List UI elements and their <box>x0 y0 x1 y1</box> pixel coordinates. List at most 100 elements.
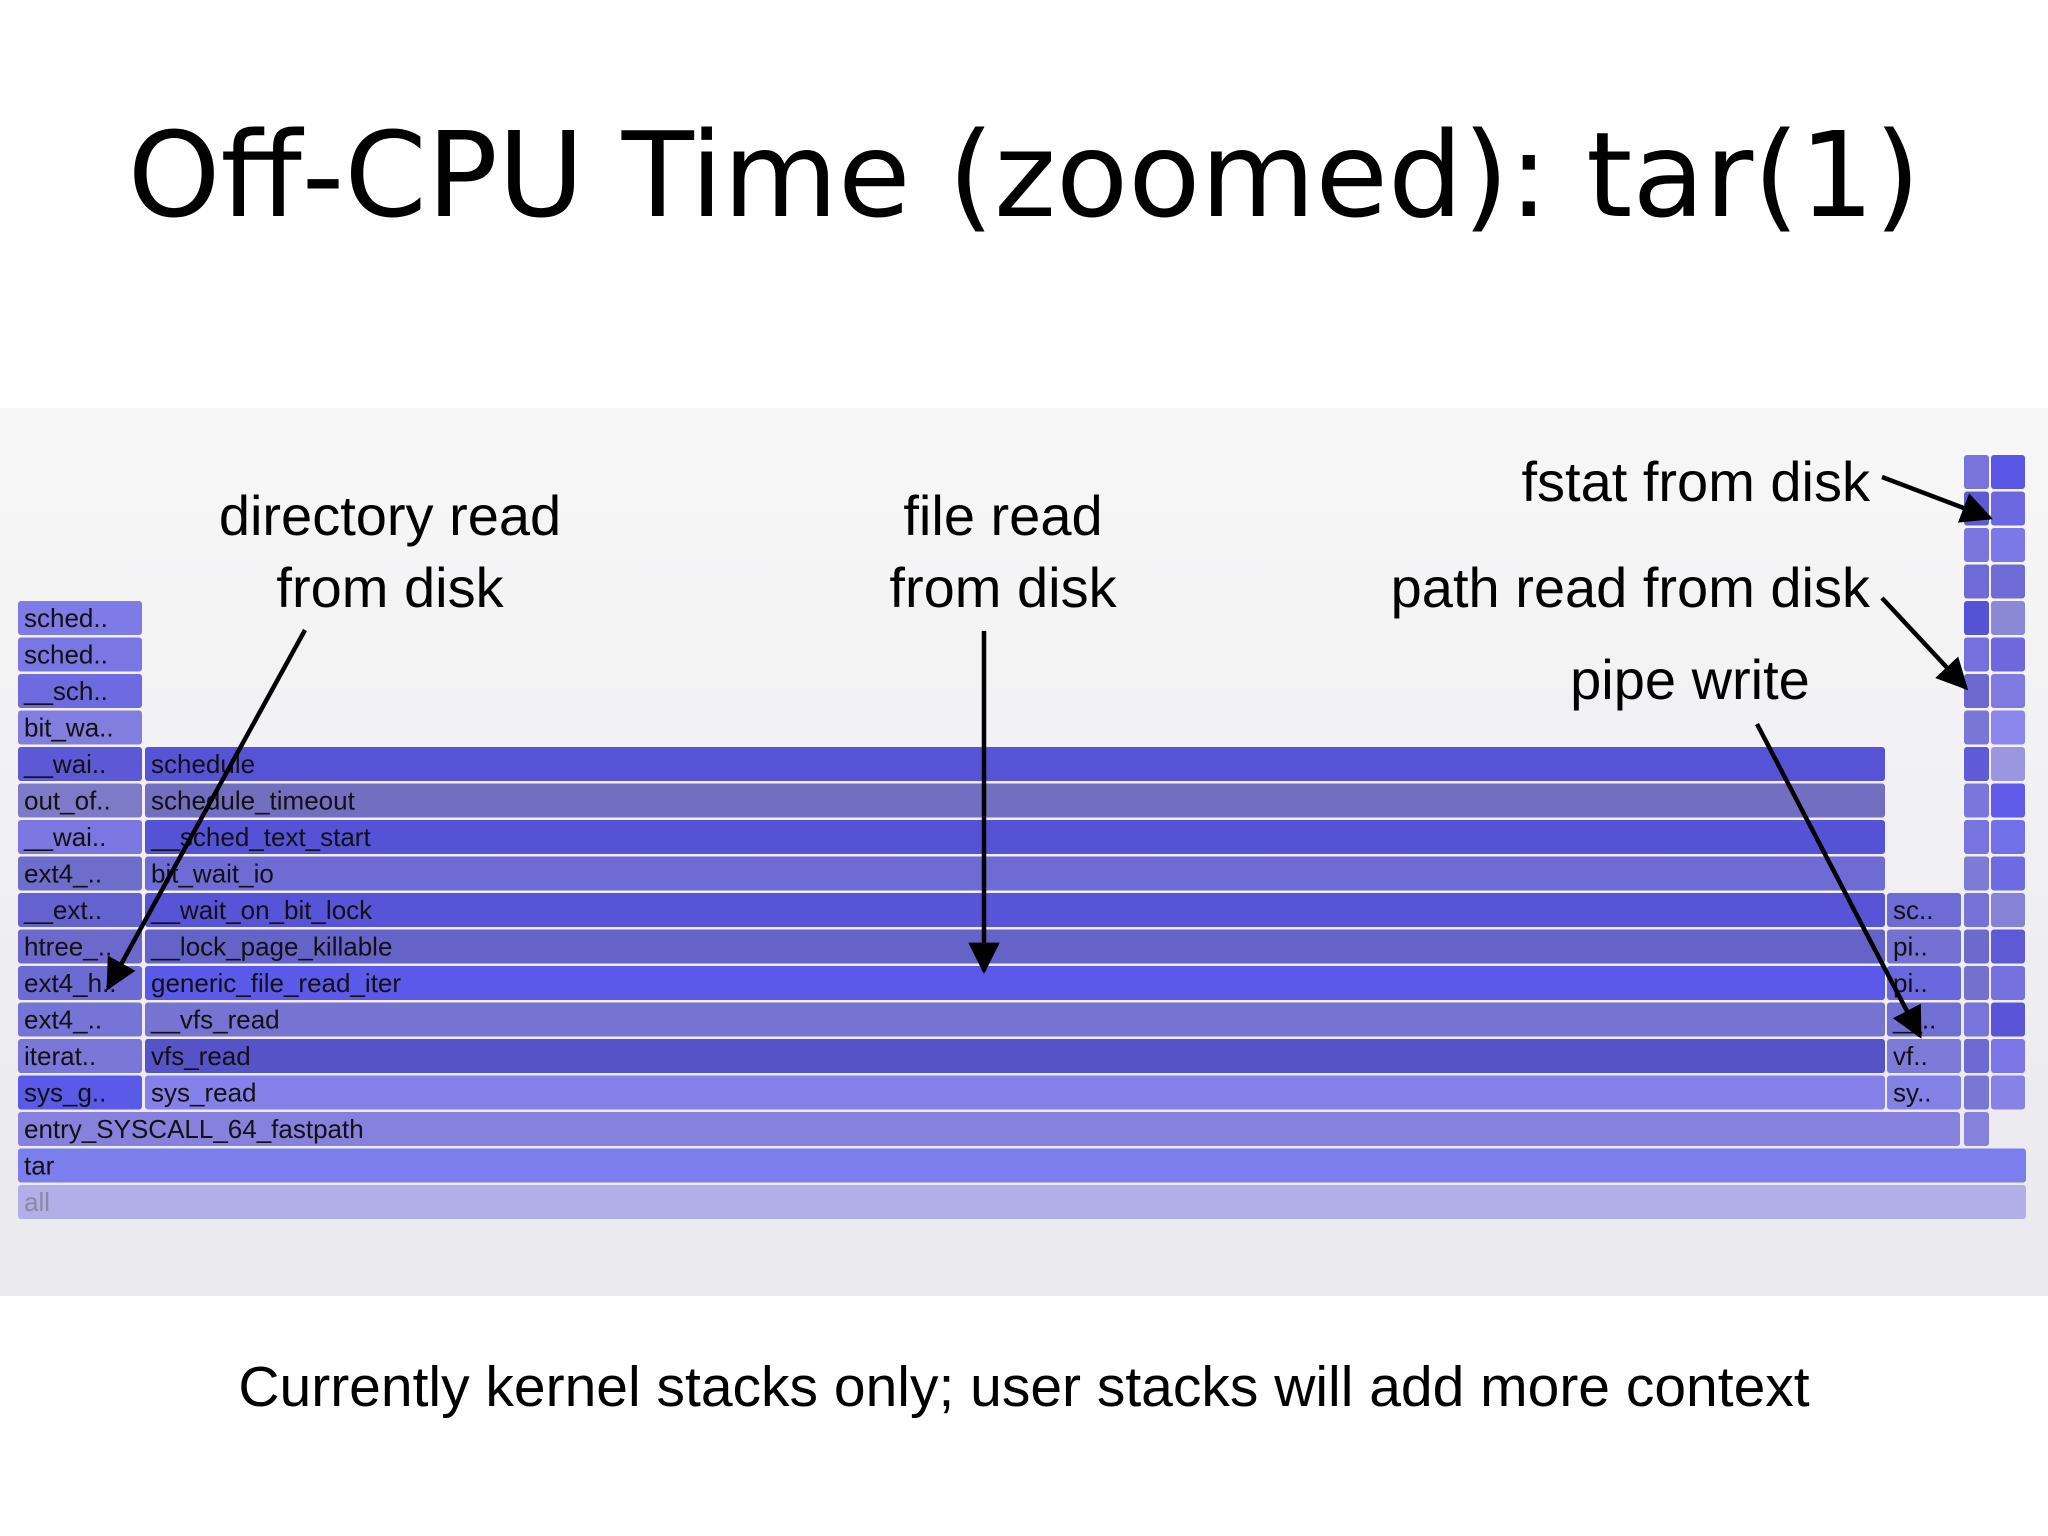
narrow-b-frame-11-bar[interactable] <box>1991 674 2025 708</box>
left-stack-frame-6-label: ext4_.. <box>24 859 102 889</box>
main-stack-frame-6-bar[interactable] <box>145 856 1885 891</box>
pipe-write-arrow <box>1755 722 1922 1039</box>
left-stack-frame-7-bar[interactable] <box>18 820 142 854</box>
pipe-stack-frame-1-bar[interactable] <box>1887 1039 1961 1073</box>
main-stack-frame-3-label: generic_file_read_iter <box>151 968 401 998</box>
left-stack-frame-10-bar[interactable] <box>18 710 142 745</box>
main-stack-frame-0-bar[interactable] <box>145 1075 1885 1110</box>
pipe-write-annotation: pipe write <box>1570 648 1810 711</box>
slide-caption: Currently kernel stacks only; user stack… <box>238 1355 1810 1419</box>
fstat-annotation: fstat from disk <box>1521 450 1870 513</box>
narrow-b-frame-1-bar[interactable] <box>1991 1039 2025 1073</box>
narrow-b-frame-0-bar[interactable] <box>1991 1075 2025 1110</box>
narrow-a-frame-3-bar[interactable] <box>1964 1002 1989 1037</box>
frame-all-bar[interactable] <box>18 1185 2026 1219</box>
pipe-stack-frame-4-bar[interactable] <box>1887 929 1961 964</box>
pipe-stack-frame-5-bar[interactable] <box>1887 893 1961 927</box>
frame-tar-label: tar <box>24 1151 55 1181</box>
narrow-a-frame-11-bar[interactable] <box>1964 710 1989 745</box>
left-stack-frame-10-label: bit_wa.. <box>24 713 114 743</box>
narrow-a-frame-7-bar[interactable] <box>1964 856 1989 891</box>
left-stack-frame-5-label: __ext.. <box>23 895 102 925</box>
path-read-arrow <box>1880 596 1969 691</box>
narrow-a-frame-0-bar[interactable] <box>1964 1112 1989 1146</box>
narrow-b-frame-8-bar[interactable] <box>1991 783 2025 818</box>
left-stack-frame-11-label: __sch.. <box>23 676 108 706</box>
main-stack-frame-3-bar[interactable] <box>145 966 1885 1000</box>
main-stack-frame-7-bar[interactable] <box>145 820 1885 854</box>
narrow-a-frame-1-bar[interactable] <box>1964 1075 1989 1110</box>
main-stack-frame-8-bar[interactable] <box>145 783 1885 818</box>
left-stack-frame-6-bar[interactable] <box>18 856 142 891</box>
narrow-a-frame-4-bar[interactable] <box>1964 966 1989 1000</box>
frame-tar-bar[interactable] <box>18 1148 2026 1183</box>
narrow-b-frame-3-bar[interactable] <box>1991 966 2025 1000</box>
main-stack-frame-8-label: schedule_timeout <box>151 786 356 816</box>
left-stack-frame-12-label: sched.. <box>24 640 108 670</box>
narrow-b-frame-4-bar[interactable] <box>1991 929 2025 964</box>
narrow-b-frame-7-bar[interactable] <box>1991 820 2025 854</box>
narrow-a-frame-18-bar[interactable] <box>1964 455 1989 489</box>
left-stack-frame-13-bar[interactable] <box>18 601 142 635</box>
narrow-b-frame-17-bar[interactable] <box>1991 455 2025 489</box>
narrow-a-frame-14-bar[interactable] <box>1964 601 1989 635</box>
narrow-b-frame-14-bar[interactable] <box>1991 564 2025 599</box>
main-stack-frame-1-bar[interactable] <box>145 1039 1885 1073</box>
left-stack-frame-12-bar[interactable] <box>18 637 142 672</box>
left-stack-frame-4-label: htree_.. <box>24 932 112 962</box>
left-stack-frame-2-label: ext4_.. <box>24 1005 102 1035</box>
left-stack-frame-3-label: ext4_h.. <box>24 968 117 998</box>
left-stack-frame-5-bar[interactable] <box>18 893 142 927</box>
main-stack-frame-5-label: __wait_on_bit_lock <box>150 895 373 925</box>
main-stack-frame-4-bar[interactable] <box>145 929 1885 964</box>
left-stack-frame-1-label: iterat.. <box>24 1041 96 1071</box>
left-stack-frame-4-bar[interactable] <box>18 929 142 964</box>
narrow-b-frame-6-bar[interactable] <box>1991 856 2025 891</box>
main-stack-frame-2-label: __vfs_read <box>150 1005 280 1035</box>
narrow-b-frame-13-bar[interactable] <box>1991 601 2025 635</box>
left-stack-frame-0-bar[interactable] <box>18 1075 142 1110</box>
narrow-a-frame-12-bar[interactable] <box>1964 674 1989 708</box>
directory-read-annotation: directory read from disk <box>218 484 562 619</box>
file-read-annotation: file read from disk <box>889 484 1117 619</box>
narrow-a-frame-2-bar[interactable] <box>1964 1039 1989 1073</box>
narrow-a-frame-8-bar[interactable] <box>1964 820 1989 854</box>
narrow-b-frame-16-bar[interactable] <box>1991 491 2025 526</box>
narrow-a-frame-6-bar[interactable] <box>1964 893 1989 927</box>
main-stack-frame-5-bar[interactable] <box>145 893 1885 927</box>
pipe-stack-frame-3-bar[interactable] <box>1887 966 1961 1000</box>
left-stack-frame-8-bar[interactable] <box>18 783 142 818</box>
narrow-a-frame-5-bar[interactable] <box>1964 929 1989 964</box>
pipe-stack-frame-0-label: sy.. <box>1893 1078 1932 1108</box>
pipe-stack-frame-1-label: vf.. <box>1893 1041 1928 1071</box>
narrow-b-frame-5-bar[interactable] <box>1991 893 2025 927</box>
left-stack-frame-9-bar[interactable] <box>18 747 142 781</box>
left-stack-frame-1-bar[interactable] <box>18 1039 142 1073</box>
narrow-a-frame-9-bar[interactable] <box>1964 783 1989 818</box>
main-stack-frame-0-label: sys_read <box>151 1078 257 1108</box>
frame-entry-syscall-64-fastpath-bar[interactable] <box>18 1112 1960 1146</box>
slide-title: Off-CPU Time (zoomed): tar(1) <box>127 106 1921 244</box>
narrow-b-frame-10-bar[interactable] <box>1991 710 2025 745</box>
narrow-a-frame-16-bar[interactable] <box>1964 528 1989 562</box>
narrow-b-frame-2-bar[interactable] <box>1991 1002 2025 1037</box>
narrow-a-frame-10-bar[interactable] <box>1964 747 1989 781</box>
pipe-stack-frame-4-label: pi.. <box>1893 932 1928 962</box>
left-stack-frame-7-label: __wai.. <box>23 822 106 852</box>
narrow-b-frame-12-bar[interactable] <box>1991 637 2025 672</box>
narrow-b-frame-9-bar[interactable] <box>1991 747 2025 781</box>
left-stack-frame-2-bar[interactable] <box>18 1002 142 1037</box>
main-stack-frame-2-bar[interactable] <box>145 1002 1885 1037</box>
left-stack-frame-8-label: out_of.. <box>24 786 111 816</box>
pipe-stack-frame-0-bar[interactable] <box>1887 1075 1961 1110</box>
narrow-a-frame-15-bar[interactable] <box>1964 564 1989 599</box>
main-stack-frame-9-bar[interactable] <box>145 747 1885 781</box>
pipe-stack-frame-5-label: sc.. <box>1893 895 1933 925</box>
frame-entry-syscall-64-fastpath-label: entry_SYSCALL_64_fastpath <box>24 1114 364 1144</box>
directory-read-arrow <box>106 628 307 991</box>
narrow-a-frame-13-bar[interactable] <box>1964 637 1989 672</box>
left-stack-frame-11-bar[interactable] <box>18 674 142 708</box>
left-stack-frame-9-label: __wai.. <box>23 749 106 779</box>
narrow-b-frame-15-bar[interactable] <box>1991 528 2025 562</box>
